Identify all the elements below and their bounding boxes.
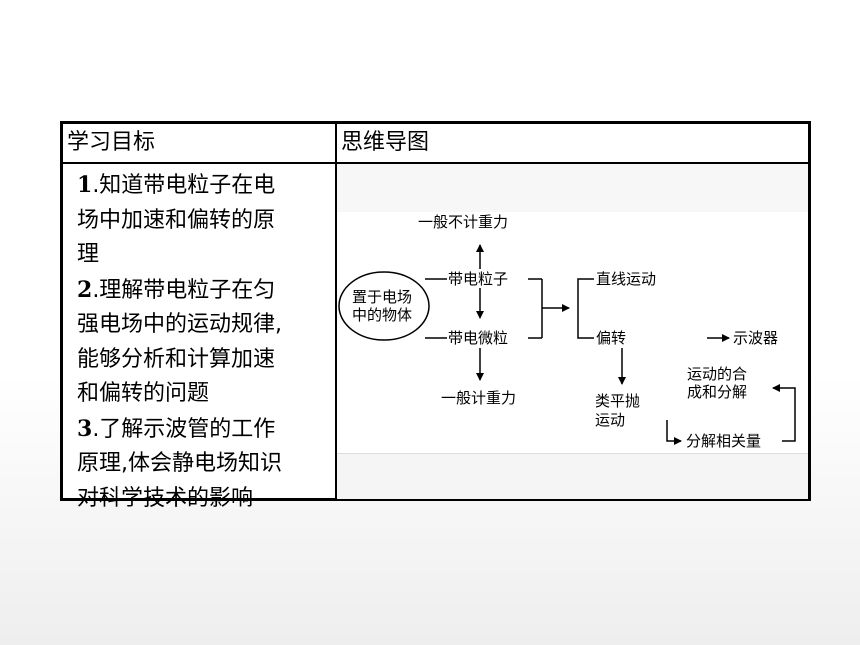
label-projectile-line2: 运动 xyxy=(595,411,626,429)
label-oscilloscope: 示波器 xyxy=(733,329,779,347)
objectives-list: 1.知道带电粒子在电 场中加速和偏转的原 理 2.理解带电粒子在匀 强电场中的运… xyxy=(77,168,327,516)
label-compose-line1: 运动的合 xyxy=(687,365,748,383)
objective-text: 能够分析和计算加速 xyxy=(77,346,276,372)
label-projectile-line1: 类平抛 xyxy=(595,392,641,410)
center-label-line2: 中的物体 xyxy=(352,306,413,324)
objective-text: .理解带电粒子在匀 xyxy=(92,277,276,303)
objective-text: 对科学技术的影响 xyxy=(77,485,254,511)
mind-map-diagram: 置于电场 中的物体 一般不计重力 带电粒子 带电微粒 一般计重力 直线运动 偏转… xyxy=(337,212,808,453)
objective-text: 场中加速和偏转的原 xyxy=(77,207,276,233)
center-ellipse xyxy=(338,271,430,341)
objective-text: .了解示波管的工作 xyxy=(92,416,276,442)
mindmap-bottom-band xyxy=(337,453,808,499)
label-with-gravity: 一般计重力 xyxy=(441,389,517,407)
mind-map-connectors xyxy=(338,244,796,445)
label-deflection: 偏转 xyxy=(596,329,627,347)
objective-number: 1 xyxy=(77,172,93,198)
objective-3: 3.了解示波管的工作 原理,体会静电场知识 对科学技术的影响 xyxy=(77,412,327,517)
label-compose-line2: 成和分解 xyxy=(687,383,748,401)
objective-text: 强电场中的运动规律, xyxy=(77,312,282,337)
header-mind-map: 思维导图 xyxy=(341,130,430,155)
objective-1: 1.知道带电粒子在电 场中加速和偏转的原 理 xyxy=(77,168,327,273)
label-no-gravity: 一般不计重力 xyxy=(418,213,509,231)
mindmap-top-band xyxy=(337,164,808,213)
label-charged-particle: 带电粒子 xyxy=(448,270,509,288)
label-charged-microparticle: 带电微粒 xyxy=(448,329,509,347)
objectives-mindmap-table: 学习目标 思维导图 1.知道带电粒子在电 场中加速和偏转的原 理 2.理解带电粒… xyxy=(60,121,811,511)
objective-text: 原理,体会静电场知识 xyxy=(77,451,282,476)
objective-text: 理 xyxy=(77,242,100,267)
table-header-row: 学习目标 思维导图 xyxy=(63,124,808,164)
label-decompose-quantities: 分解相关量 xyxy=(686,432,762,450)
label-straight-motion: 直线运动 xyxy=(596,270,657,288)
column-divider xyxy=(335,124,337,498)
objective-number: 3 xyxy=(77,415,93,442)
header-learning-objectives: 学习目标 xyxy=(67,130,156,155)
objective-text: 和偏转的问题 xyxy=(77,381,210,406)
objective-text: .知道带电粒子在电 xyxy=(92,173,276,198)
objective-number: 2 xyxy=(77,276,93,303)
objective-2: 2.理解带电粒子在匀 强电场中的运动规律, 能够分析和计算加速 和偏转的问题 xyxy=(77,273,327,412)
center-label-line1: 置于电场 xyxy=(352,288,413,306)
